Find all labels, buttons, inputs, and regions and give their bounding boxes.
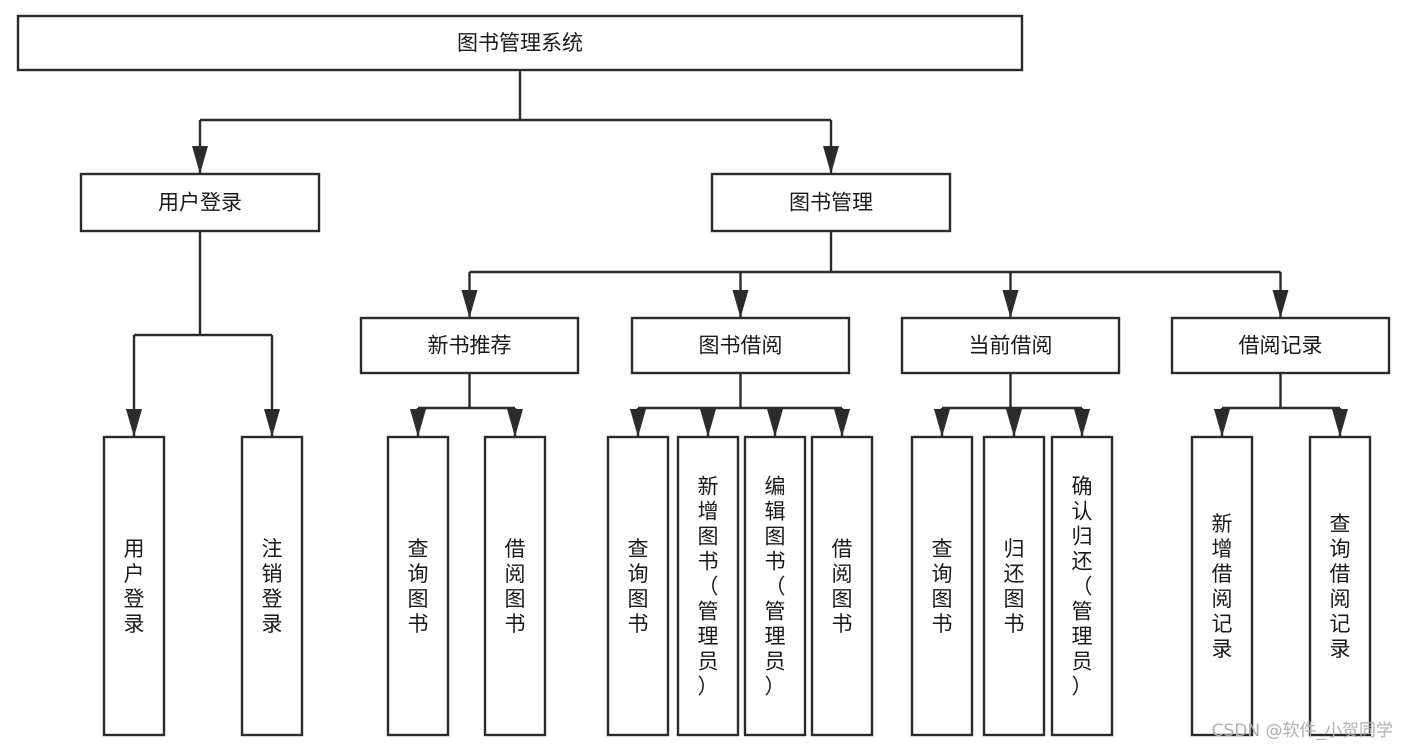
arrow-head-icon — [700, 409, 716, 437]
arrow-head-icon — [264, 409, 280, 437]
node-l3-借阅记录-3[interactable]: 借阅记录 — [1170, 316, 1391, 375]
node-box — [676, 435, 740, 737]
node-leaf-查询借阅记录-12[interactable]: 查询借阅记录 — [1308, 435, 1372, 737]
node-box — [102, 435, 166, 737]
node-l3-图书借阅-1[interactable]: 图书借阅 — [630, 316, 851, 375]
node-label: 图书借阅 — [699, 334, 783, 358]
node-box — [982, 435, 1046, 737]
node-box — [386, 435, 450, 737]
node-label: 新增借阅记录 — [1212, 512, 1233, 661]
node-leaf-归还图书-9[interactable]: 归还图书 — [982, 435, 1046, 737]
node-box — [630, 316, 851, 375]
node-box — [1170, 316, 1391, 375]
node-label: 归还图书 — [1004, 537, 1025, 636]
node-label: 借阅图书 — [832, 537, 853, 636]
node-leaf-借阅图书-3[interactable]: 借阅图书 — [483, 435, 547, 737]
arrow-head-icon — [823, 146, 839, 174]
node-leaf-新增图书管理员-5[interactable]: 新增图书（管理员） — [676, 435, 740, 737]
node-label: 查询图书 — [932, 537, 953, 636]
node-label: 借阅图书 — [505, 537, 526, 636]
node-box — [900, 316, 1121, 375]
node-leaf-确认归还管理员-10[interactable]: 确认归还（管理员） — [1050, 435, 1114, 737]
node-l2-用户登录-0[interactable]: 用户登录 — [79, 172, 321, 233]
nodes-layer: 图书管理系统用户登录图书管理新书推荐图书借阅当前借阅借阅记录用户登录注销登录查询… — [16, 14, 1391, 737]
node-box — [16, 14, 1024, 72]
node-label: 当前借阅 — [969, 334, 1053, 358]
node-box — [79, 172, 321, 233]
arrow-head-icon — [1074, 409, 1090, 437]
arrow-head-icon — [461, 290, 478, 318]
node-label: 注销登录 — [262, 537, 283, 636]
arrow-head-icon — [934, 409, 950, 437]
node-box — [710, 172, 952, 233]
node-leaf-查询图书-2[interactable]: 查询图书 — [386, 435, 450, 737]
node-box — [240, 435, 304, 737]
node-box — [606, 435, 670, 737]
node-box — [910, 435, 974, 737]
node-label: 图书管理 — [789, 191, 873, 215]
arrow-head-icon — [410, 409, 426, 437]
connectors-layer — [126, 70, 1348, 437]
node-leaf-编辑图书管理员-6[interactable]: 编辑图书（管理员） — [743, 435, 807, 737]
node-box — [1050, 435, 1114, 737]
arrow-head-icon — [767, 409, 783, 437]
arrow-head-icon — [1002, 290, 1019, 318]
arrow-head-icon — [1214, 409, 1230, 437]
node-box — [810, 435, 874, 737]
node-box — [483, 435, 547, 737]
node-label: 查询借阅记录 — [1330, 512, 1351, 661]
node-label: 借阅记录 — [1239, 334, 1323, 358]
arrow-head-icon — [126, 409, 142, 437]
node-box — [1190, 435, 1254, 737]
arrow-head-icon — [1332, 409, 1348, 437]
node-label: 新增图书（管理员） — [698, 475, 719, 699]
node-leaf-借阅图书-7[interactable]: 借阅图书 — [810, 435, 874, 737]
node-label: 确认归还（管理员） — [1072, 475, 1093, 699]
node-label: 用户登录 — [124, 537, 145, 636]
node-label: 新书推荐 — [428, 334, 512, 358]
node-leaf-查询图书-8[interactable]: 查询图书 — [910, 435, 974, 737]
node-leaf-用户登录-0[interactable]: 用户登录 — [102, 435, 166, 737]
arrow-head-icon — [192, 146, 208, 174]
node-l3-新书推荐-0[interactable]: 新书推荐 — [359, 316, 580, 375]
node-label: 查询图书 — [408, 537, 429, 636]
node-leaf-注销登录-1[interactable]: 注销登录 — [240, 435, 304, 737]
node-l2-图书管理-1[interactable]: 图书管理 — [710, 172, 952, 233]
arrow-head-icon — [1272, 290, 1289, 318]
node-label: 用户登录 — [158, 191, 242, 215]
node-root-图书管理系统-0[interactable]: 图书管理系统 — [16, 14, 1024, 72]
arrow-head-icon — [507, 409, 523, 437]
node-label: 图书管理系统 — [457, 31, 583, 55]
node-leaf-查询图书-4[interactable]: 查询图书 — [606, 435, 670, 737]
node-box — [1308, 435, 1372, 737]
node-box — [359, 316, 580, 375]
node-box — [743, 435, 807, 737]
arrow-head-icon — [1006, 409, 1022, 437]
node-leaf-新增借阅记录-11[interactable]: 新增借阅记录 — [1190, 435, 1254, 737]
node-l3-当前借阅-2[interactable]: 当前借阅 — [900, 316, 1121, 375]
arrow-head-icon — [630, 409, 646, 437]
csdn-watermark: CSDN @软件_小贺同学 — [1211, 721, 1393, 741]
node-label: 查询图书 — [628, 537, 649, 636]
node-label: 编辑图书（管理员） — [765, 475, 786, 699]
arrow-head-icon — [834, 409, 850, 437]
arrow-head-icon — [732, 290, 749, 318]
